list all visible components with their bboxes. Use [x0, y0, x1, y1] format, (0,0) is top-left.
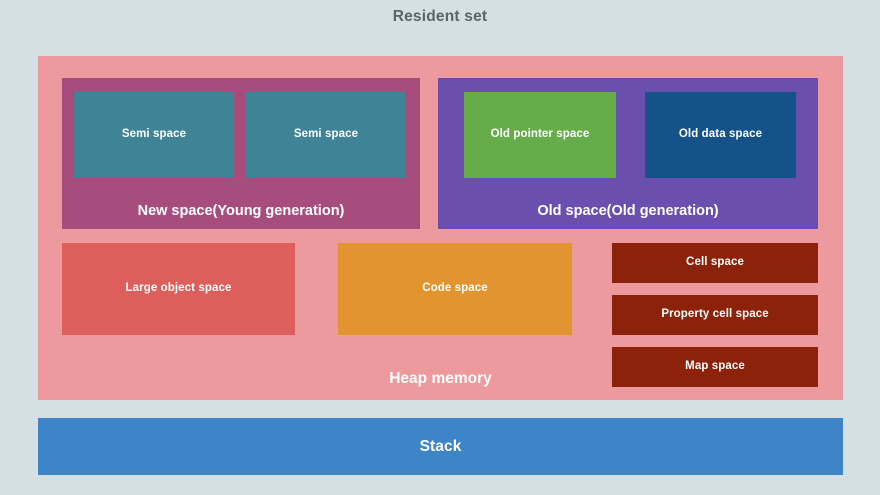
- cell-space-label: Cell space: [686, 256, 744, 269]
- semi-space-label-1: Semi space: [293, 128, 359, 141]
- property-cell-space-label: Property cell space: [661, 308, 769, 321]
- code-space-box: Code space: [338, 243, 572, 335]
- map-space-label: Map space: [685, 360, 745, 373]
- large-object-space-box: Large object space: [62, 243, 295, 335]
- new-space-label: New space(Young generation): [137, 203, 345, 219]
- semi-space-box-0: Semi space: [74, 92, 234, 178]
- cell-space-box: Cell space: [612, 243, 818, 283]
- diagram-title: Resident set: [392, 8, 488, 25]
- old-data-space-label: Old data space: [678, 128, 763, 141]
- semi-space-box-1: Semi space: [246, 92, 406, 178]
- stack-label: Stack: [419, 437, 462, 455]
- old-pointer-space-box: Old pointer space: [464, 92, 616, 178]
- semi-space-label-0: Semi space: [121, 128, 187, 141]
- old-space-label: Old space(Old generation): [537, 203, 719, 219]
- map-space-box: Map space: [612, 347, 818, 387]
- large-object-space-label: Large object space: [125, 282, 232, 295]
- property-cell-space-box: Property cell space: [612, 295, 818, 335]
- old-data-space-box: Old data space: [645, 92, 796, 178]
- code-space-label: Code space: [422, 282, 488, 295]
- stack-container: Stack: [38, 418, 843, 475]
- heap-memory-label: Heap memory: [389, 370, 492, 387]
- old-pointer-space-label: Old pointer space: [490, 128, 590, 141]
